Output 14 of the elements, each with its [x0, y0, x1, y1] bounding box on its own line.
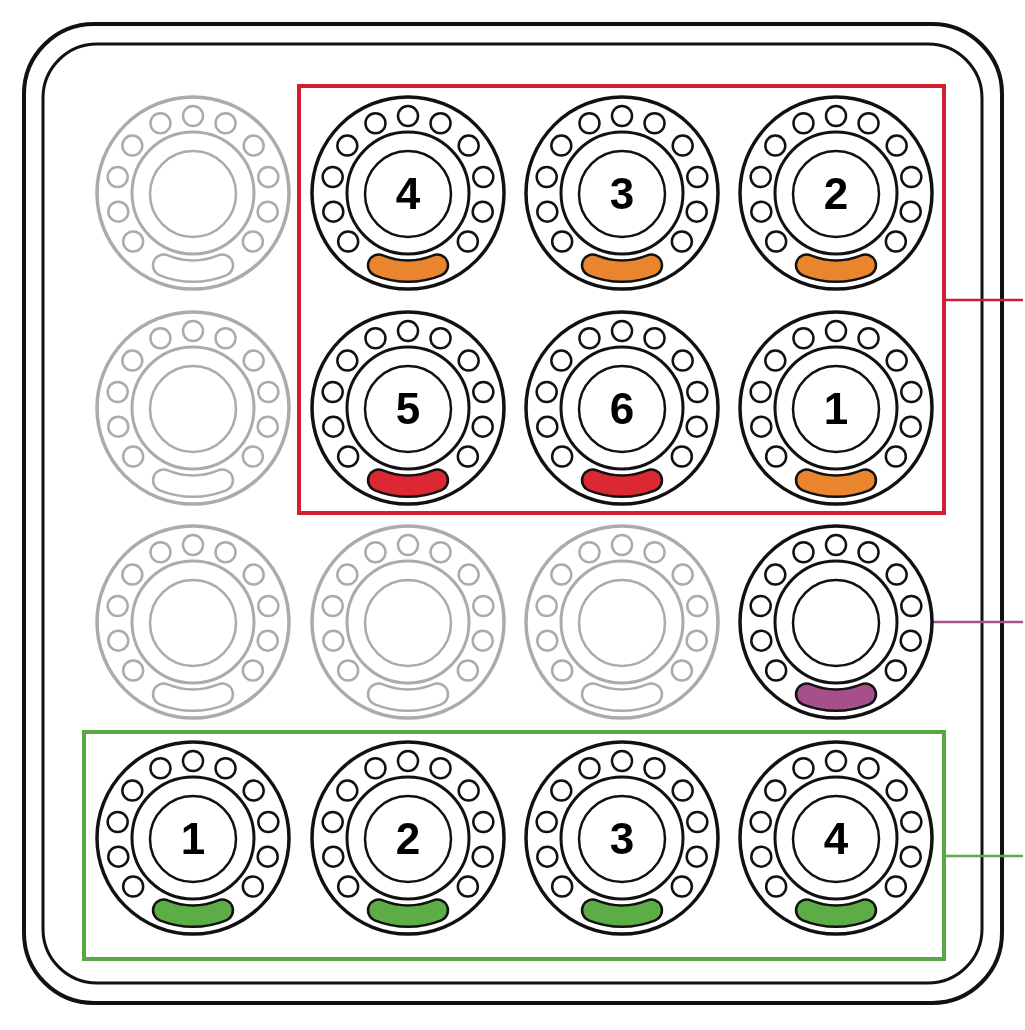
group-frame	[82, 730, 946, 961]
leader-line	[946, 298, 1023, 302]
knob-number: 1	[823, 387, 849, 431]
leader-line	[946, 854, 1023, 858]
knob-number: 2	[823, 172, 849, 216]
knob-number: 1	[180, 817, 206, 861]
knob-number: 6	[609, 387, 635, 431]
knob-number: 2	[395, 817, 421, 861]
group-frame	[297, 84, 946, 515]
knob-number: 3	[609, 817, 635, 861]
knob-number: 3	[609, 172, 635, 216]
knob-number: 4	[823, 817, 849, 861]
knob-number: 4	[395, 172, 421, 216]
knob-number: 5	[395, 387, 421, 431]
